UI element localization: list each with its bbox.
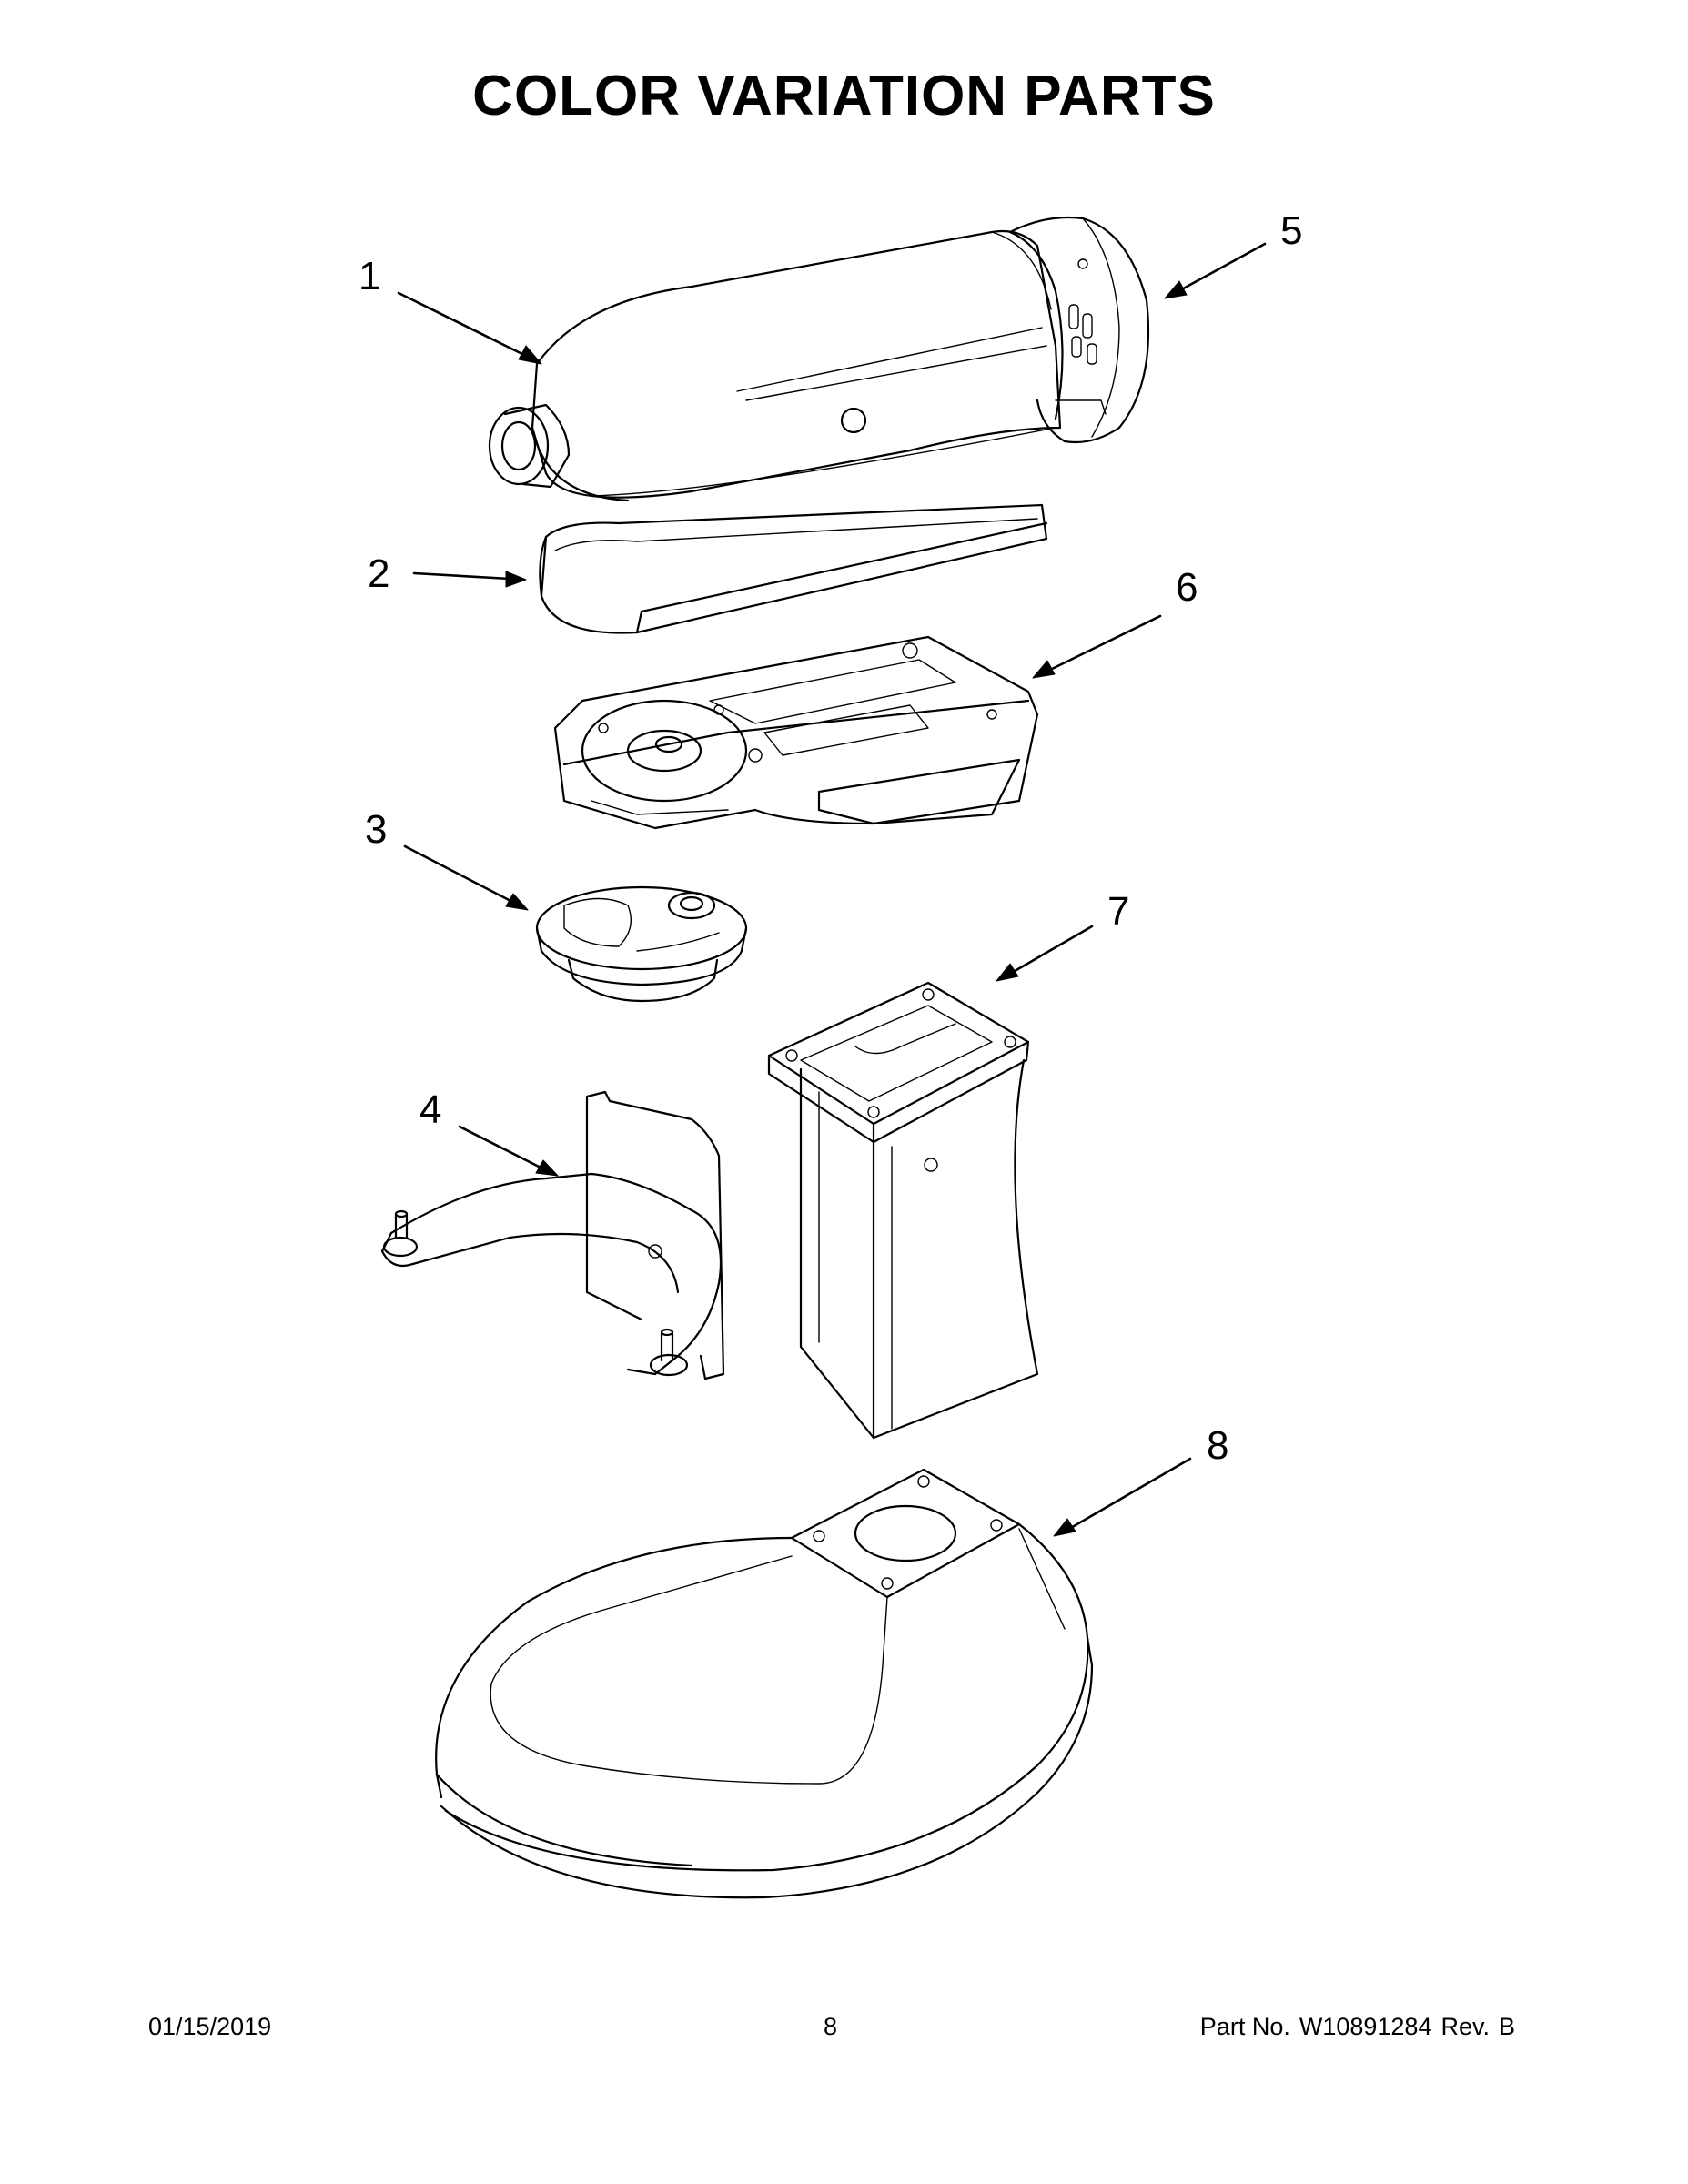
part-2-trim-band[interactable] bbox=[539, 503, 1048, 634]
rev-label: Rev. bbox=[1440, 2013, 1490, 2040]
callout-3: 3 bbox=[365, 807, 387, 852]
part-6-gear-housing[interactable] bbox=[553, 635, 1039, 830]
page-title: COLOR VARIATION PARTS bbox=[472, 65, 1216, 127]
part-1-motor-housing[interactable] bbox=[488, 229, 1062, 502]
footer-page-number: 8 bbox=[824, 2013, 838, 2040]
callout-1: 1 bbox=[359, 254, 380, 298]
part-5-rear-cover[interactable] bbox=[1008, 216, 1150, 444]
footer-date: 01/15/2019 bbox=[148, 2013, 272, 2040]
callout-2: 2 bbox=[368, 551, 389, 596]
callout-5: 5 bbox=[1280, 208, 1302, 253]
part-label: Part No. bbox=[1199, 2013, 1290, 2040]
rev-value: B bbox=[1498, 2013, 1515, 2040]
part-8-base[interactable] bbox=[435, 1468, 1094, 1899]
callout-arrows bbox=[397, 242, 1267, 1537]
callout-6: 6 bbox=[1176, 565, 1198, 610]
part-3-planetary-cover[interactable] bbox=[535, 885, 748, 1003]
part-number: W10891284 bbox=[1299, 2013, 1432, 2040]
callout-7: 7 bbox=[1107, 889, 1129, 934]
footer-part-info: Part No. W10891284 Rev. B bbox=[1191, 2013, 1515, 2041]
part-4-pivot-bracket[interactable] bbox=[380, 1090, 725, 1380]
callout-8: 8 bbox=[1207, 1423, 1228, 1468]
part-7-column[interactable] bbox=[767, 981, 1039, 1440]
callout-4: 4 bbox=[419, 1087, 441, 1132]
